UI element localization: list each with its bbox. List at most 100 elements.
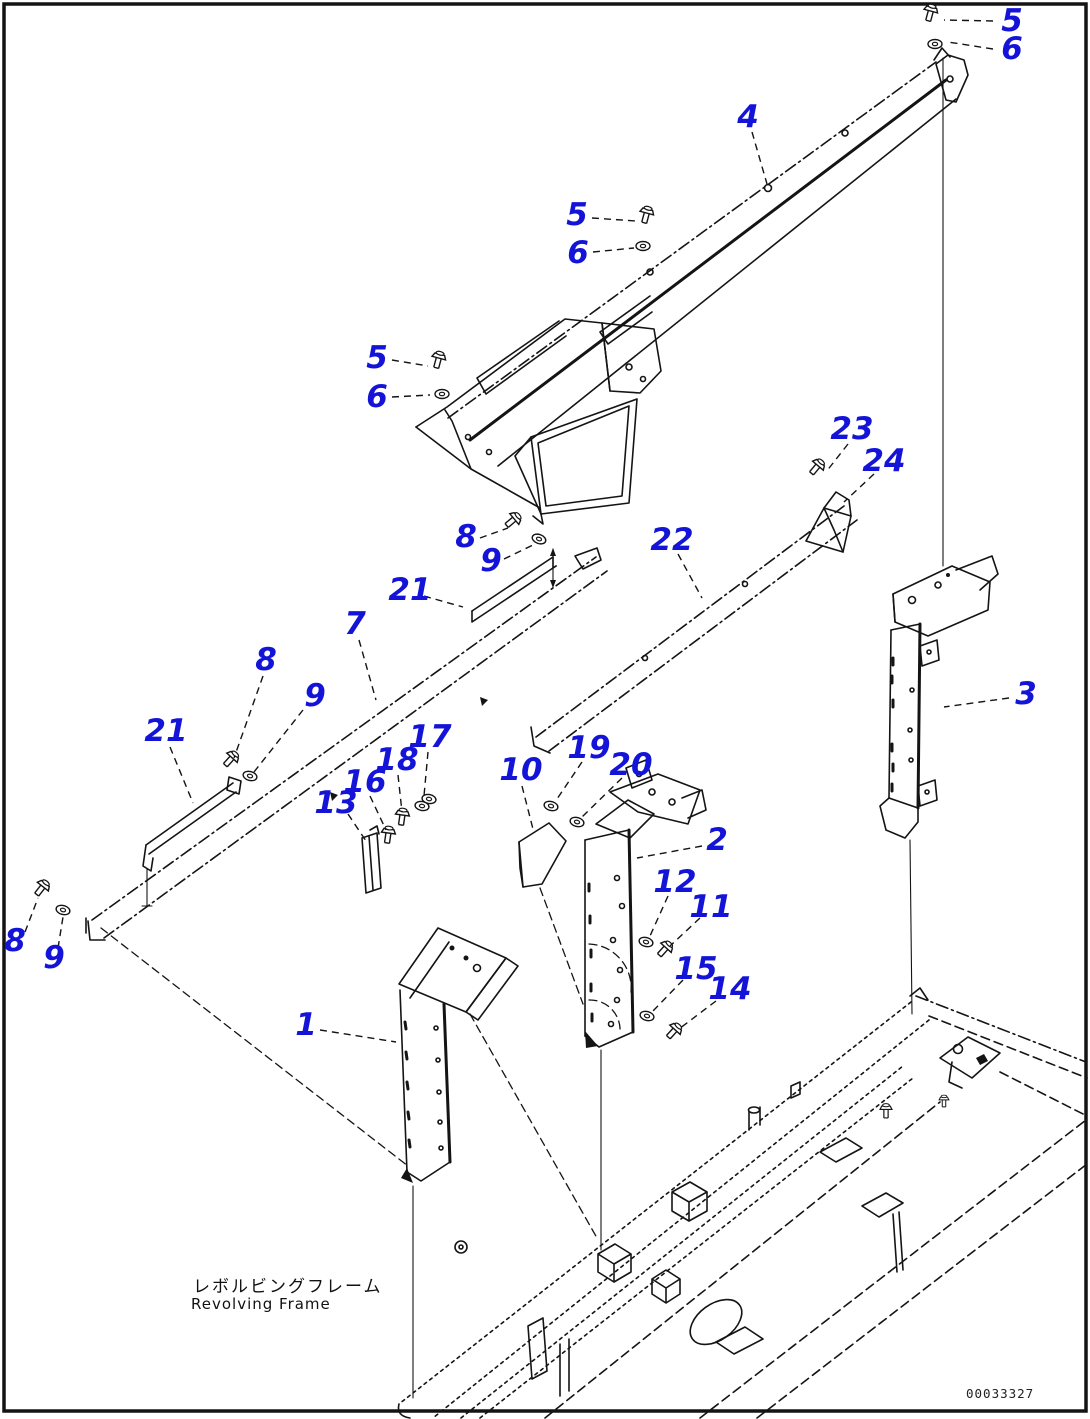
callout-leader-6 [592,247,635,253]
bolt-icon [636,204,656,226]
part-22-rail [530,491,858,754]
bolt-icon [30,876,54,900]
callout-13: 13 [314,785,357,821]
callout-leader-8 [24,897,39,933]
washer-icon [927,38,943,50]
callout-leader-8 [233,675,264,759]
washer-icon [637,935,655,949]
part-7-rail [85,556,608,941]
part-3-bracket [879,555,999,839]
callout-leader-7 [358,639,377,701]
callout-21: 21 [388,572,431,608]
callout-22: 22 [650,522,693,558]
callout-leader-22 [677,553,703,599]
callout-6: 6 [1001,31,1023,67]
callout-leader-3 [943,697,1010,708]
caption-english: Revolving Frame [191,1295,331,1313]
part-13-strip [361,825,382,894]
callout-leader-10 [521,785,535,834]
callout-24: 24 [862,443,905,479]
callout-leader-18 [397,774,403,813]
callout-leader-5 [591,217,637,222]
bolt-icon [938,1094,950,1108]
callout-leader-1 [319,1029,397,1043]
callout-5: 5 [366,340,388,376]
callout-leader-4 [751,131,768,185]
bolt-icon [805,455,829,479]
callout-leader-2 [636,845,703,859]
callout-leader-5 [391,359,429,367]
callout-18: 18 [375,742,418,778]
washer-icon [530,531,548,547]
callout-7: 7 [344,606,366,642]
callout-23: 23 [830,411,873,447]
callout-8: 8 [455,519,477,555]
callout-20: 20 [609,747,652,783]
callout-11: 11 [689,889,732,925]
washer-icon [54,903,72,917]
washer-icon [434,388,450,400]
callout-4: 4 [736,99,759,135]
bolt-icon [662,1019,686,1043]
callout-3: 3 [1015,676,1037,712]
callout-leader-6 [947,41,994,50]
bolt-icon [428,349,448,371]
callout-leader-24 [843,473,875,503]
callout-6: 6 [567,235,589,271]
callout-leader-8 [479,527,509,539]
callout-leader-14 [678,1000,717,1030]
part-1-bracket [398,927,519,1183]
callout-leader-12 [649,895,669,937]
callout-leader-13 [347,813,367,842]
callout-1: 1 [295,1007,317,1043]
caption-japanese: レボルビングフレーム [193,1277,383,1297]
callout-leader-16 [369,795,387,831]
callout-leader-9 [57,916,64,949]
part-24-end-pin [823,491,852,517]
callout-leader-23 [825,443,849,473]
part-4-upper-beam [447,47,969,467]
bolt-icon [379,824,397,845]
washer-icon [635,240,651,252]
washer-icon [638,1009,656,1023]
callout-8: 8 [255,642,277,678]
bolt-icon [501,508,525,532]
callout-17: 17 [408,719,452,755]
part-2-bracket [584,759,707,1048]
callout-10: 10 [499,752,542,788]
callout-16: 16 [343,764,386,800]
callout-9: 9 [43,940,65,976]
projection-lines [100,57,944,1399]
callout-leader-17 [423,751,429,797]
callout-14: 14 [708,971,751,1007]
part-4-grille-assembly [415,318,662,525]
callout-6: 6 [366,379,388,415]
callout-8: 8 [4,923,26,959]
bolt-icon [219,747,243,771]
revolving-frame [397,987,1088,1419]
washer-icon [542,799,560,813]
callout-5: 5 [566,197,588,233]
part-21-left-rail [141,776,242,907]
bolt-icon [653,937,677,961]
callout-leader-21 [169,746,194,804]
callout-leader-9 [253,709,304,773]
callout-9: 9 [304,678,326,714]
callout-19: 19 [567,730,610,766]
bolt-icon [879,1103,893,1119]
callout-leader-19 [556,761,583,800]
bolt-icon [393,806,411,827]
callout-leader-9 [503,544,534,560]
washer-icon [568,815,586,829]
part-10-plate [518,822,567,888]
callout-leader-20 [581,777,623,818]
washer-icon [241,769,259,783]
callout-leader-11 [669,917,701,947]
callout-12: 12 [653,864,696,900]
callout-9: 9 [480,543,502,579]
callout-5: 5 [1001,3,1023,39]
callout-leader-5 [943,19,994,22]
